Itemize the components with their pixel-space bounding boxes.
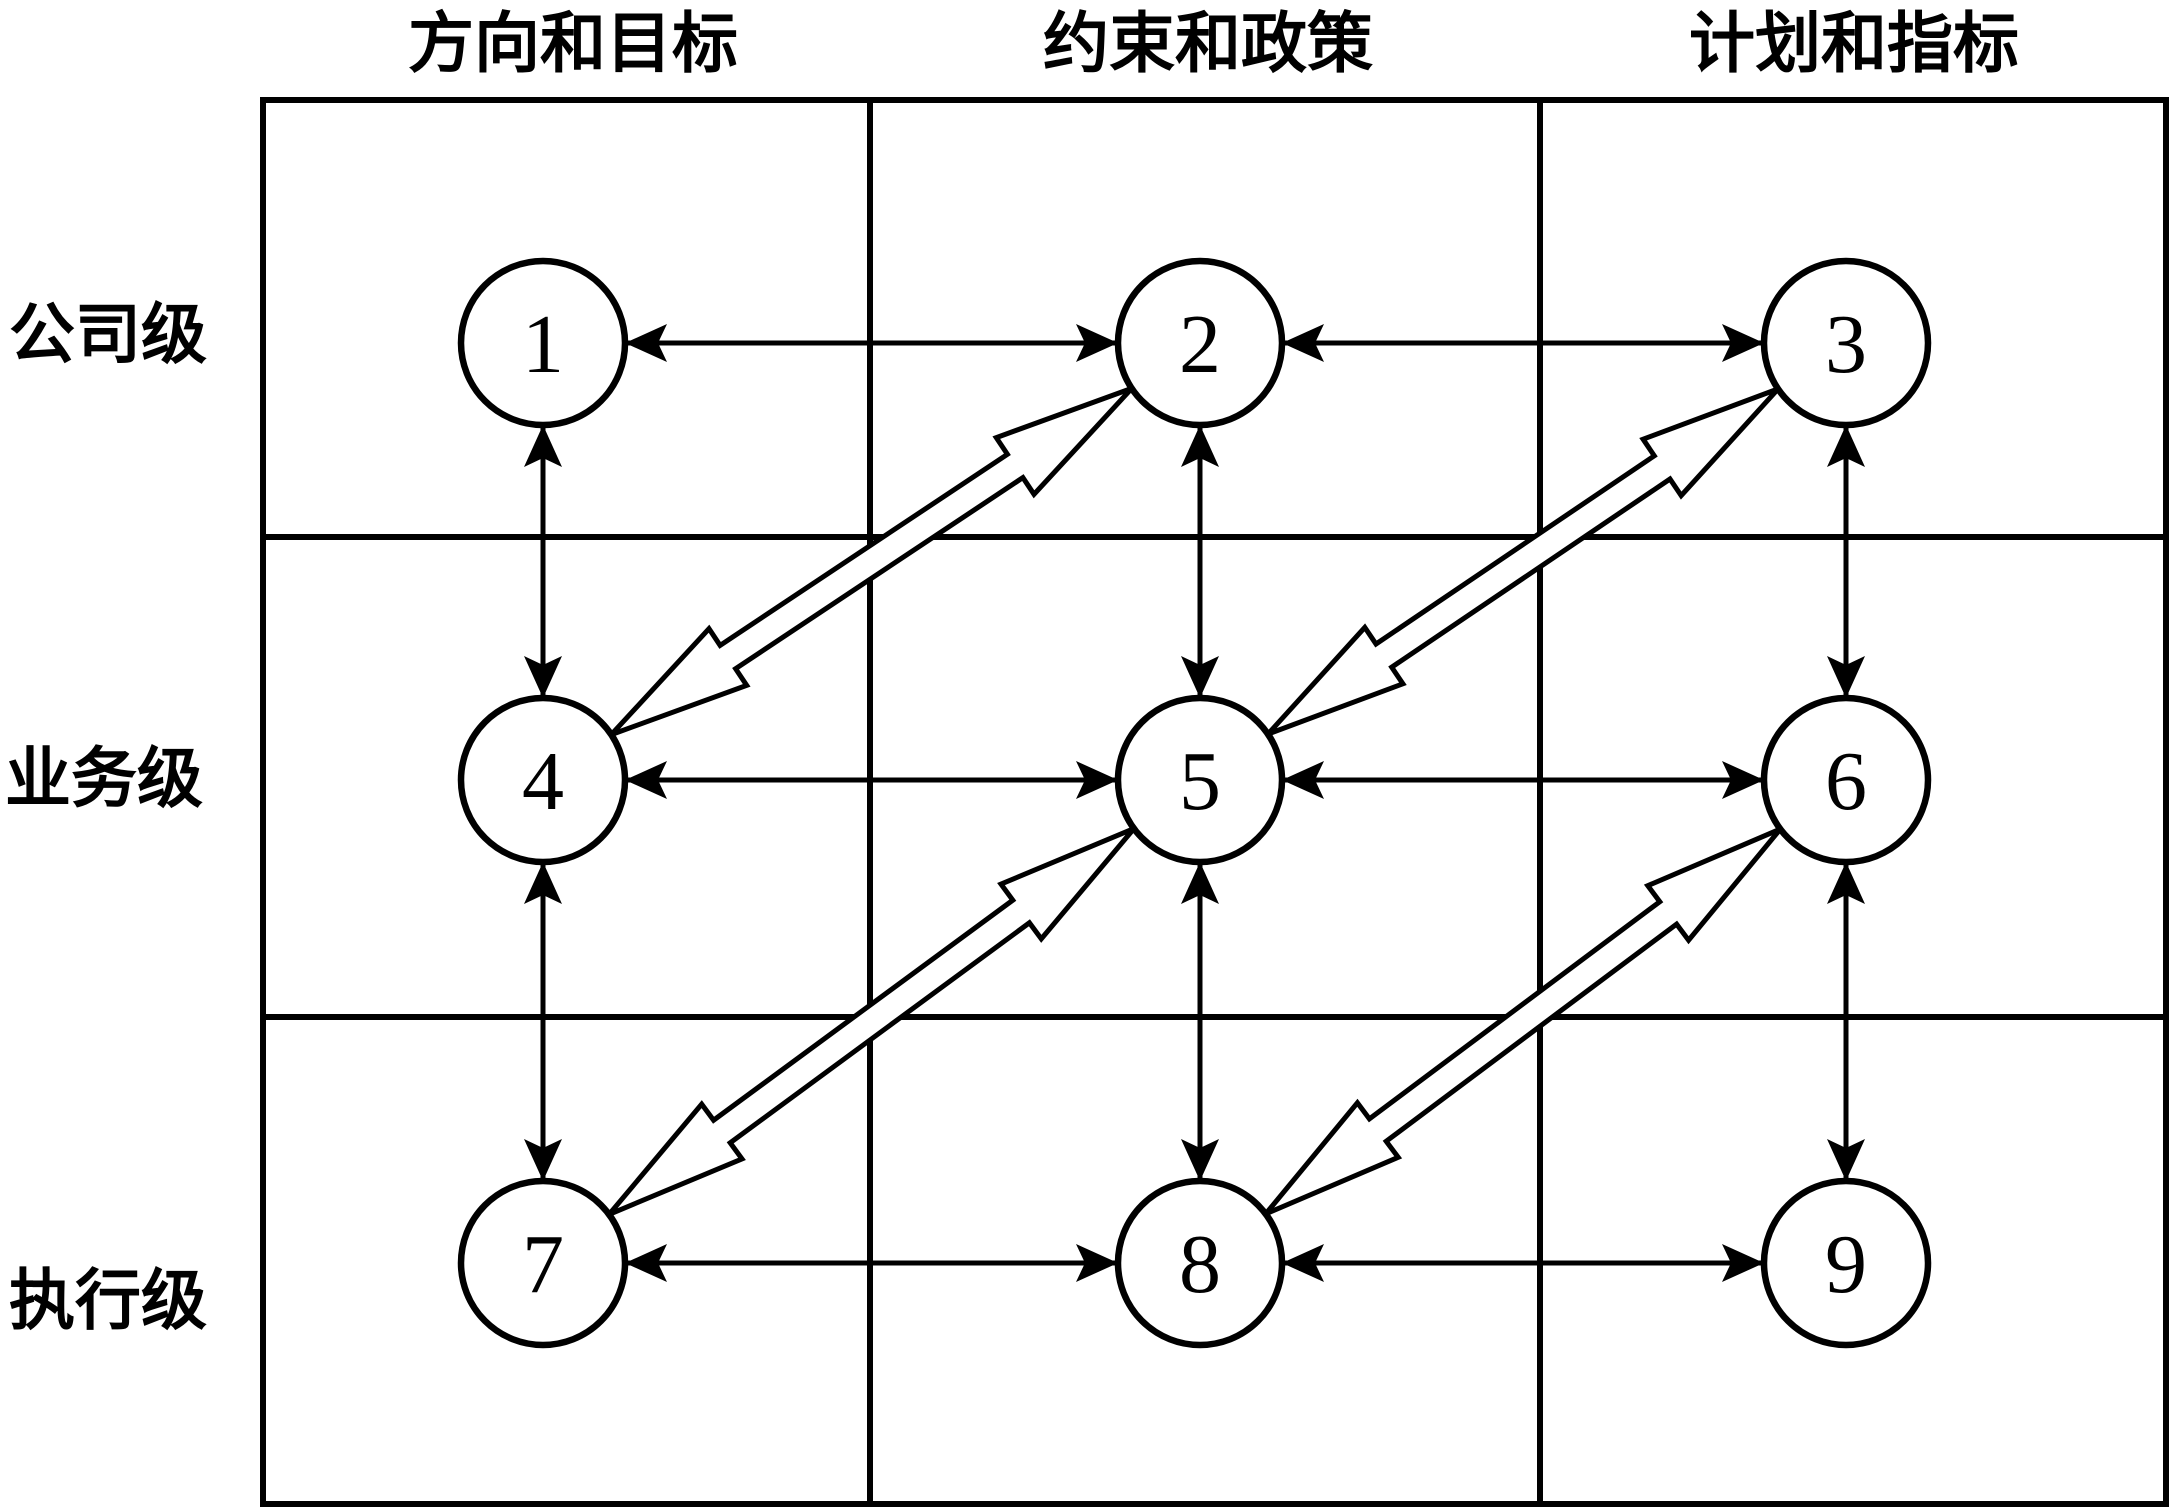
node-label-3: 3 — [1825, 298, 1867, 391]
arrow-head-into-4 — [524, 656, 562, 698]
grid-border — [260, 97, 2169, 1507]
arrow-head-into-5 — [1181, 862, 1219, 904]
arrow-head-into-2 — [1181, 425, 1219, 467]
arrow-head-into-2 — [1076, 324, 1118, 362]
node-label-8: 8 — [1179, 1218, 1221, 1311]
node-circle-3 — [1760, 257, 1932, 429]
arrow-head-into-5 — [1076, 761, 1118, 799]
column-header-direction-and-goals: 方向和目标 — [408, 8, 738, 81]
node-label-6: 6 — [1825, 735, 1867, 828]
block-arrow-5-3 — [1266, 386, 1780, 737]
arrow-head-into-5 — [1282, 761, 1324, 799]
arrow-head-into-7 — [625, 1244, 667, 1282]
row-label-company-level: 公司级 — [9, 299, 207, 372]
row-label-business-level: 业务级 — [5, 743, 203, 816]
arrow-head-into-4 — [625, 761, 667, 799]
arrow-head-into-2 — [1282, 324, 1324, 362]
arrow-head-into-8 — [1076, 1244, 1118, 1282]
arrow-head-into-4 — [524, 862, 562, 904]
arrow-head-into-6 — [1827, 656, 1865, 698]
node-label-1: 1 — [522, 298, 564, 391]
node-circle-7 — [457, 1177, 629, 1349]
arrow-head-into-8 — [1282, 1244, 1324, 1282]
arrow-head-into-6 — [1722, 761, 1764, 799]
node-label-7: 7 — [522, 1218, 564, 1311]
column-header-plans-and-indicators: 计划和指标 — [1689, 8, 2019, 81]
arrow-head-into-7 — [524, 1139, 562, 1181]
node-circle-4 — [457, 694, 629, 866]
node-circle-8 — [1114, 1177, 1286, 1349]
block-arrow-8-6 — [1263, 826, 1783, 1217]
arrow-head-into-8 — [1181, 1139, 1219, 1181]
node-circle-2 — [1114, 257, 1286, 429]
arrow-head-into-3 — [1722, 324, 1764, 362]
arrow-head-into-9 — [1827, 1139, 1865, 1181]
arrow-head-into-5 — [1181, 656, 1219, 698]
node-label-2: 2 — [1179, 298, 1221, 391]
row-label-execution-level: 执行级 — [9, 1265, 207, 1338]
node-label-5: 5 — [1179, 735, 1221, 828]
node-label-4: 4 — [522, 735, 564, 828]
arrow-head-into-9 — [1722, 1244, 1764, 1282]
arrow-head-into-1 — [625, 324, 667, 362]
node-label-9: 9 — [1825, 1218, 1867, 1311]
node-circle-6 — [1760, 694, 1932, 866]
arrow-head-into-6 — [1827, 862, 1865, 904]
column-header-constraints-and-policies: 约束和政策 — [1043, 8, 1373, 81]
node-circle-9 — [1760, 1177, 1932, 1349]
arrow-head-into-3 — [1827, 425, 1865, 467]
node-circle-5 — [1114, 694, 1286, 866]
node-circle-1 — [457, 257, 629, 429]
arrow-head-into-1 — [524, 425, 562, 467]
